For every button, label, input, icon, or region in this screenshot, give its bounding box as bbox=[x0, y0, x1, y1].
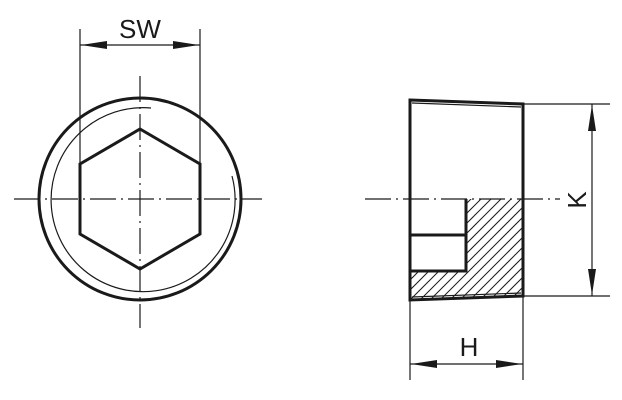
arrow-down-icon bbox=[588, 269, 596, 295]
thread-line-top bbox=[411, 102, 522, 108]
sw-label: SW bbox=[119, 14, 161, 44]
arrow-up-icon bbox=[588, 105, 596, 131]
arrow-right-icon bbox=[173, 41, 199, 49]
arrow-right-icon bbox=[496, 360, 522, 368]
outer-circle bbox=[37, 96, 243, 302]
k-label: K bbox=[562, 191, 592, 209]
side-section-view: K H bbox=[365, 98, 610, 380]
h-label: H bbox=[460, 332, 479, 362]
arrow-left-icon bbox=[411, 360, 437, 368]
socket-outline bbox=[410, 199, 468, 273]
arrow-left-icon bbox=[81, 41, 107, 49]
k-dimension: K bbox=[523, 103, 610, 297]
thread-line-bottom bbox=[411, 292, 522, 298]
front-view: SW bbox=[14, 14, 262, 328]
thread-arc bbox=[50, 107, 236, 293]
sw-dimension: SW bbox=[79, 14, 201, 164]
h-dimension: H bbox=[409, 296, 524, 380]
